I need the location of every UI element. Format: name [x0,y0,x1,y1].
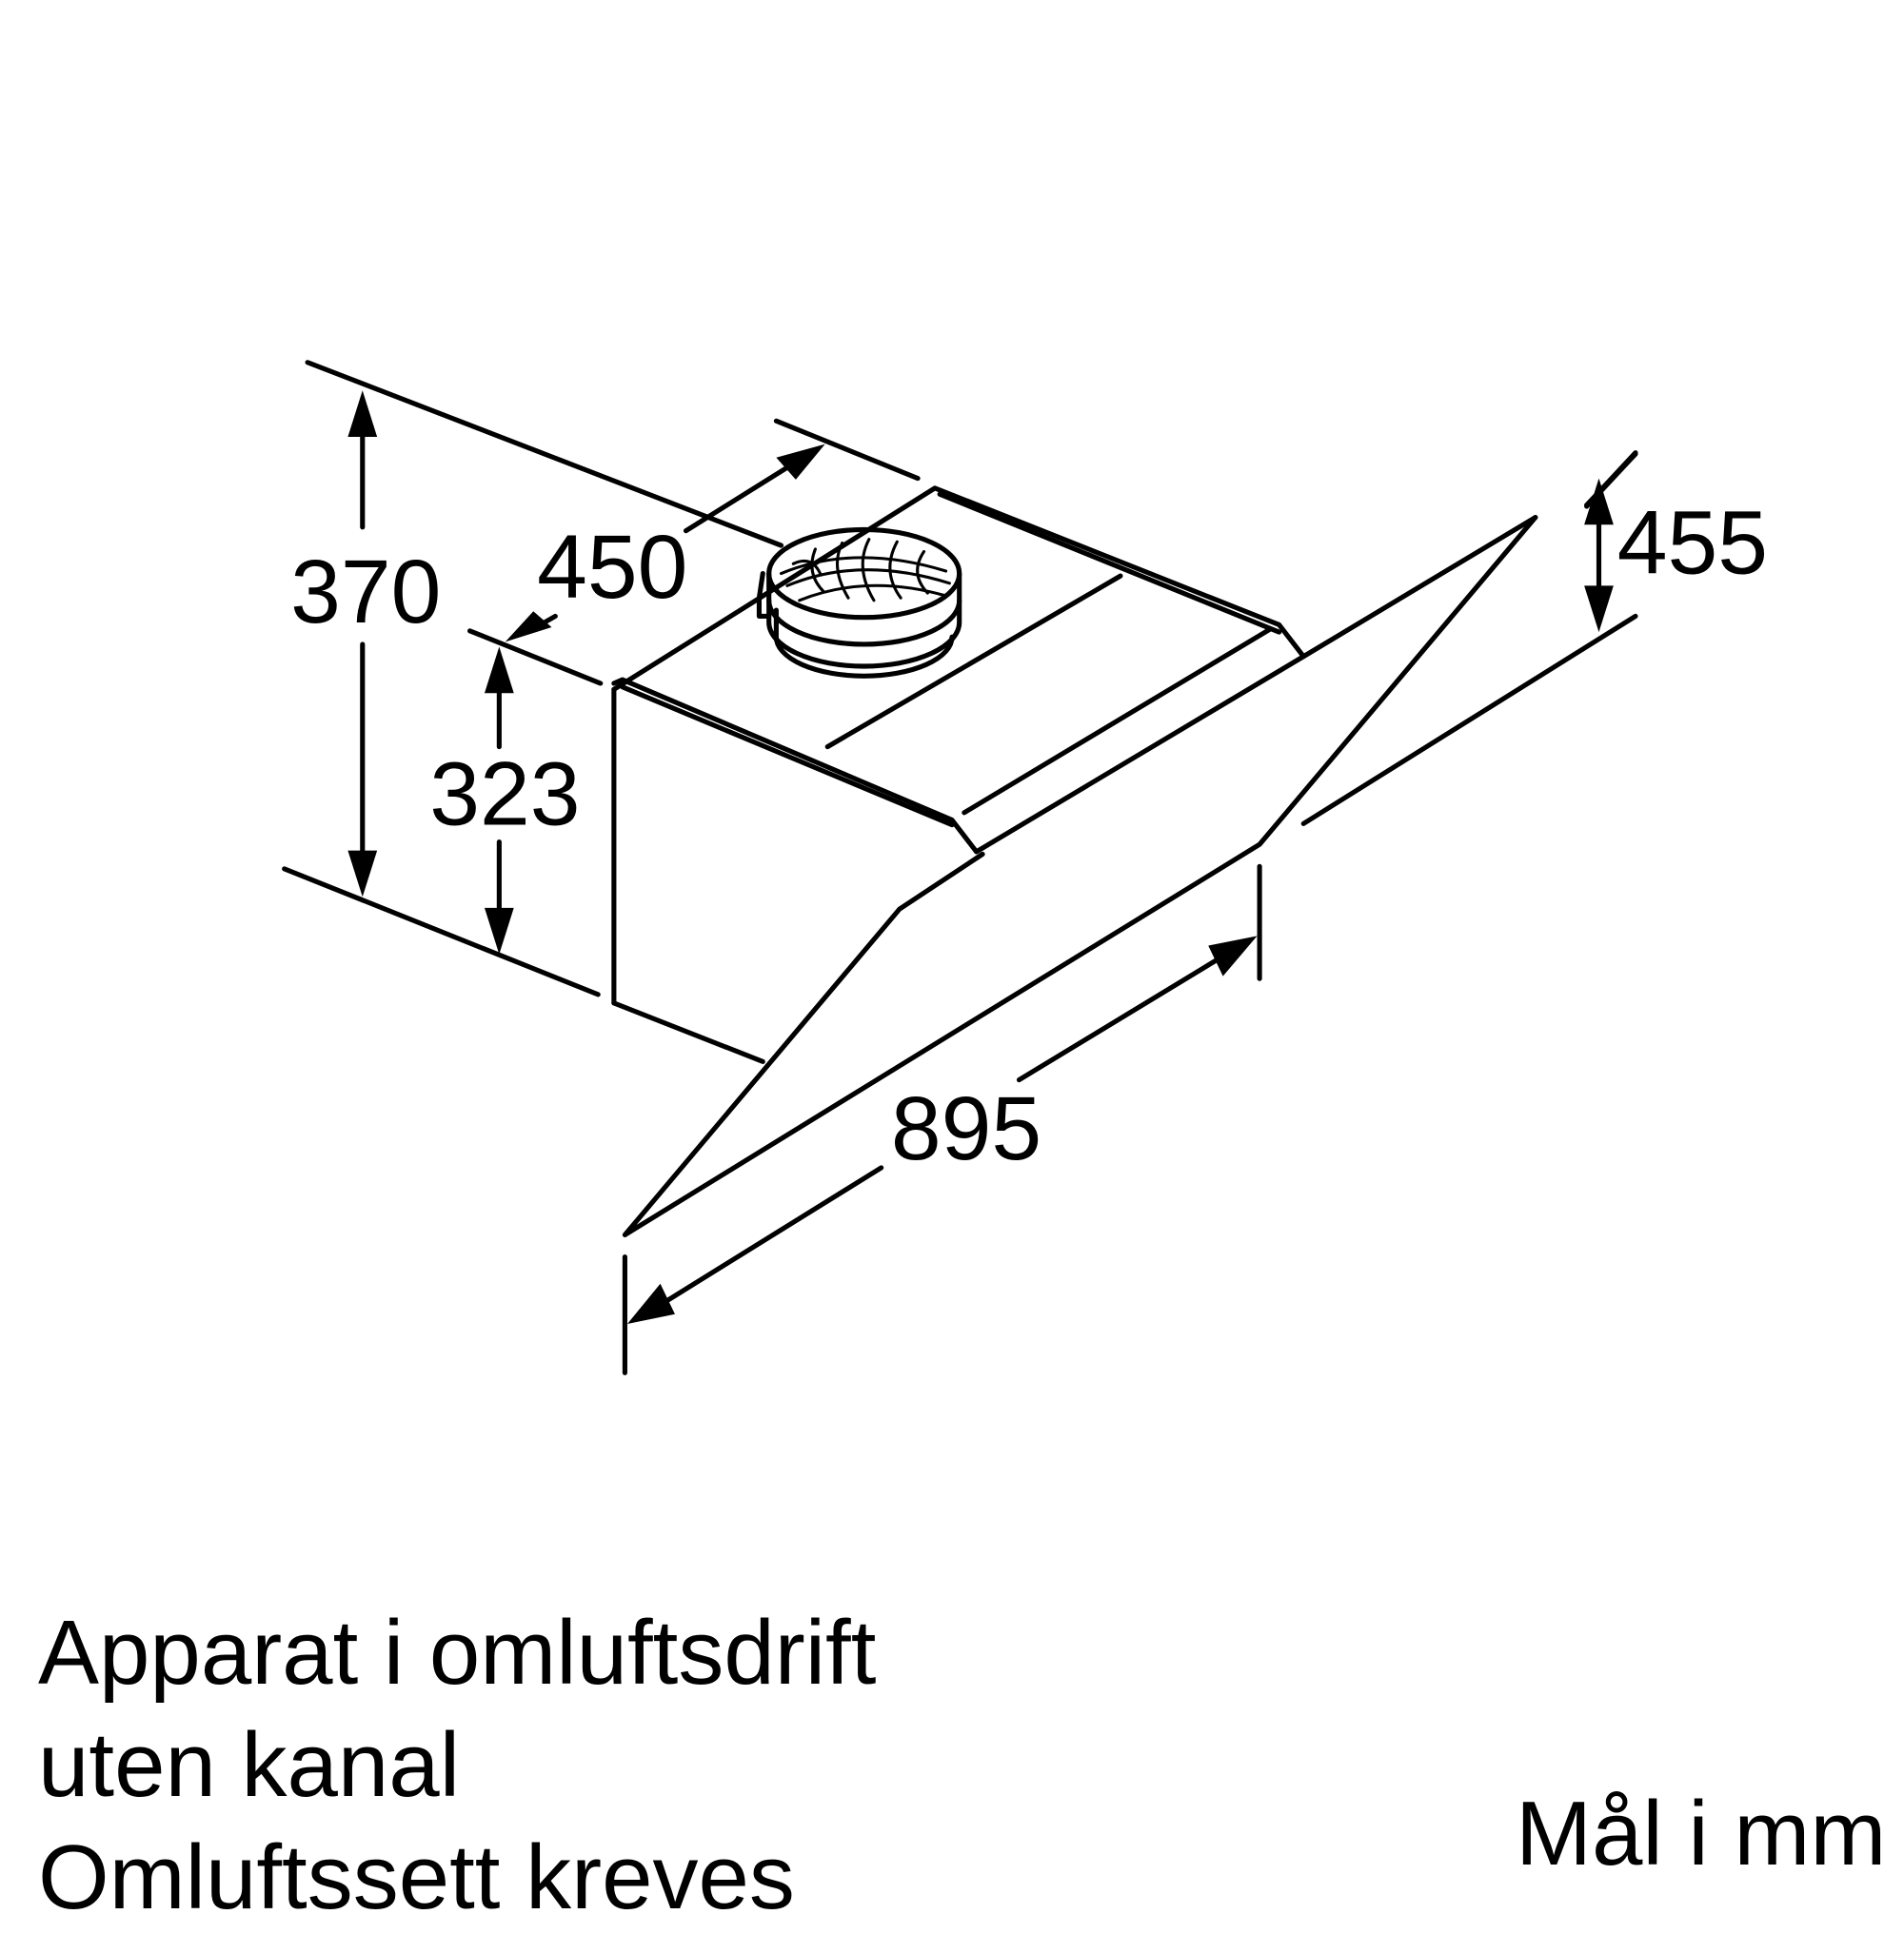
hood-outline [611,485,1538,1237]
dimension-label-450: 450 [537,517,687,618]
dimension-450: 450 [467,418,921,686]
dimension-895: 895 [622,863,1262,1375]
dimension-370: 370 [282,360,784,997]
note-line-2: uten kanal [38,1714,461,1816]
units-label: Mål i mm [1516,1783,1887,1885]
note-line-3: Omluftssett kreves [38,1826,795,1928]
dimension-323: 323 [429,646,581,955]
carbon-filter-icon [756,526,962,679]
dimension-label-895: 895 [891,1078,1041,1179]
installation-notes: Apparat i omluftsdrift uten kanal Omluft… [38,1597,876,1934]
dimension-label-370: 370 [290,542,441,642]
note-line-1: Apparat i omluftsdrift [38,1602,877,1704]
dimension-label-455: 455 [1617,493,1768,594]
dimension-455: 455 [1300,450,1768,826]
dimension-label-323: 323 [429,744,580,845]
